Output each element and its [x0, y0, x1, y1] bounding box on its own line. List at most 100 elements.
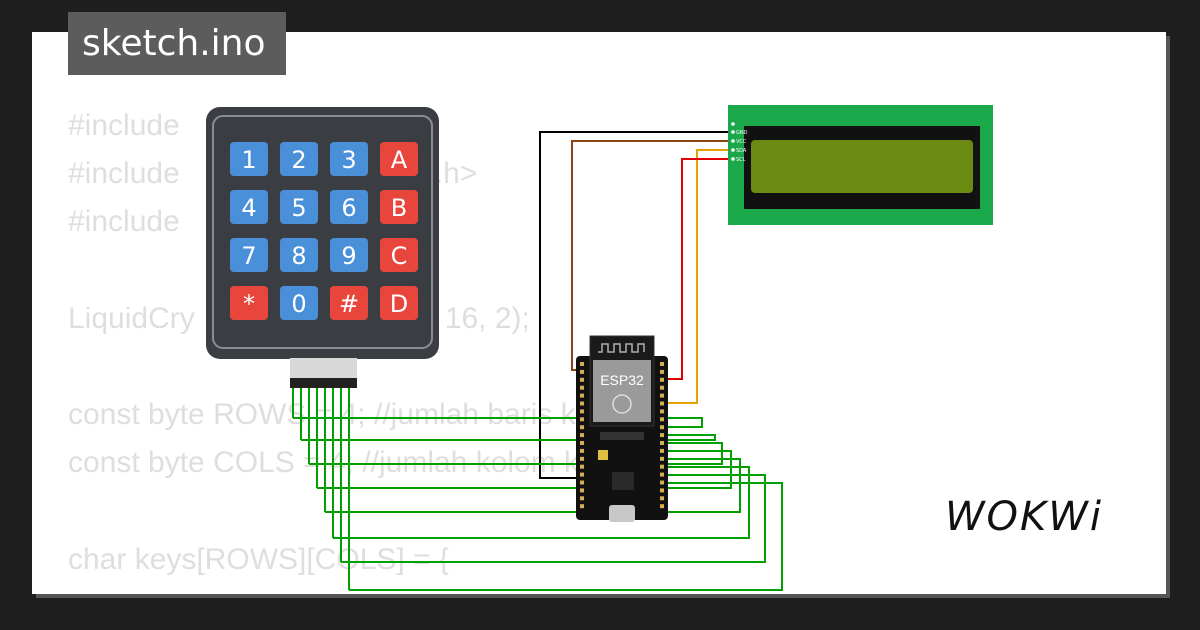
lcd-pin-label: VCC [736, 139, 747, 145]
lcd-screen [751, 140, 973, 193]
keypad-key-face [230, 238, 268, 272]
keypad-key-label: 7 [241, 242, 256, 270]
esp32-pin [660, 464, 664, 469]
keypad-key-face [230, 286, 268, 320]
keypad-key-label: C [391, 242, 408, 270]
wire[interactable] [293, 417, 703, 428]
lcd-pin [731, 148, 735, 152]
esp32-pin [660, 433, 664, 438]
keypad-key[interactable]: A [380, 142, 418, 176]
esp32-pin [580, 362, 584, 366]
wokwi-logo: WOKWi [945, 494, 1103, 540]
keypad-key[interactable]: 1 [230, 142, 268, 176]
esp32-pin [660, 417, 664, 422]
esp32-pin [580, 393, 584, 398]
keypad-key[interactable]: # [330, 286, 368, 320]
esp32-pin [660, 480, 664, 485]
keypad-key-face [280, 142, 318, 176]
wire[interactable] [349, 482, 783, 591]
esp32-pin [660, 496, 664, 501]
esp32-pin [660, 504, 664, 509]
file-tab[interactable]: sketch.ino [68, 12, 286, 75]
esp32-pin [580, 425, 584, 430]
code-line: #include [68, 109, 180, 142]
keypad-key[interactable]: 2 [280, 142, 318, 176]
wire[interactable] [325, 458, 741, 513]
esp32-pin [660, 385, 664, 390]
file-tab-label: sketch.ino [82, 23, 266, 64]
wire[interactable] [317, 450, 732, 489]
keypad-key-label: 6 [341, 194, 356, 222]
esp32-pin [660, 409, 664, 414]
esp32-pin [580, 448, 584, 453]
keypad-border [212, 115, 433, 349]
esp32-pin [580, 401, 584, 406]
keypad-key-label: # [339, 290, 359, 318]
keypad-key[interactable]: D [380, 286, 418, 320]
keypad-key-face [330, 190, 368, 224]
keypad-connector-header [290, 378, 357, 388]
esp32-pin [580, 369, 584, 374]
esp32-pins [580, 362, 664, 509]
esp32-pin [580, 480, 584, 485]
esp32-board[interactable]: ESP32 [576, 335, 668, 522]
keypad-key[interactable]: 7 [230, 238, 268, 272]
lcd-pin-label: GND [736, 130, 748, 136]
code-line: {'1','2','3','A'}, [68, 584, 661, 594]
wire[interactable] [539, 131, 733, 479]
esp32-pin [660, 488, 664, 493]
wire[interactable] [309, 442, 723, 465]
esp32-pin [580, 488, 584, 493]
keypad-key-label: * [243, 290, 255, 318]
esp32-pin [660, 448, 664, 453]
esp32-pin [580, 456, 584, 461]
code-line: char keys[ROWS][COLS] = { [68, 542, 449, 576]
keypad-key-face [380, 286, 418, 320]
esp32-pin [580, 441, 584, 445]
keypad-key-label: A [391, 146, 408, 174]
wire[interactable] [662, 158, 733, 380]
esp32-chip [600, 432, 644, 440]
keypad-key[interactable]: 8 [280, 238, 318, 272]
keypad-key-label: 8 [291, 242, 306, 270]
keypad-key[interactable]: 5 [280, 190, 318, 224]
keypad-key-label: D [390, 290, 408, 318]
keypad-key[interactable]: 4 [230, 190, 268, 224]
wire[interactable] [301, 434, 716, 441]
lcd-pin-label: SCL [736, 157, 746, 163]
wire[interactable] [662, 149, 733, 404]
keypad-key-label: 9 [341, 242, 356, 270]
keypad-key[interactable]: B [380, 190, 418, 224]
esp32-pin [660, 441, 664, 445]
wire[interactable] [341, 474, 766, 563]
esp32-pin [580, 417, 584, 422]
keypad-key[interactable]: * [230, 286, 268, 320]
wires [292, 131, 783, 591]
usb-port-icon[interactable] [609, 505, 635, 522]
keypad-key[interactable]: 3 [330, 142, 368, 176]
keypad-key-face [380, 190, 418, 224]
keypad-key[interactable]: C [380, 238, 418, 272]
espressif-logo-icon [612, 394, 632, 414]
esp32-regulator [598, 450, 608, 460]
code-line: #include [68, 205, 180, 239]
keypad-key-face [330, 142, 368, 176]
antenna-icon [598, 343, 645, 353]
esp32-pin [660, 425, 664, 430]
esp32-pin [660, 362, 664, 366]
wire[interactable] [333, 466, 750, 539]
keypad-key-face [380, 238, 418, 272]
keypad-key[interactable]: 6 [330, 190, 368, 224]
esp32-pin [580, 464, 584, 469]
keypad-key-label: 2 [291, 146, 306, 174]
keypad-key[interactable]: 9 [330, 238, 368, 272]
esp32-pin [580, 504, 584, 509]
keypad-key-face [380, 142, 418, 176]
keypad-key-face [230, 142, 268, 176]
keypad-key[interactable]: 0 [280, 286, 318, 320]
esp32-pin [580, 385, 584, 390]
